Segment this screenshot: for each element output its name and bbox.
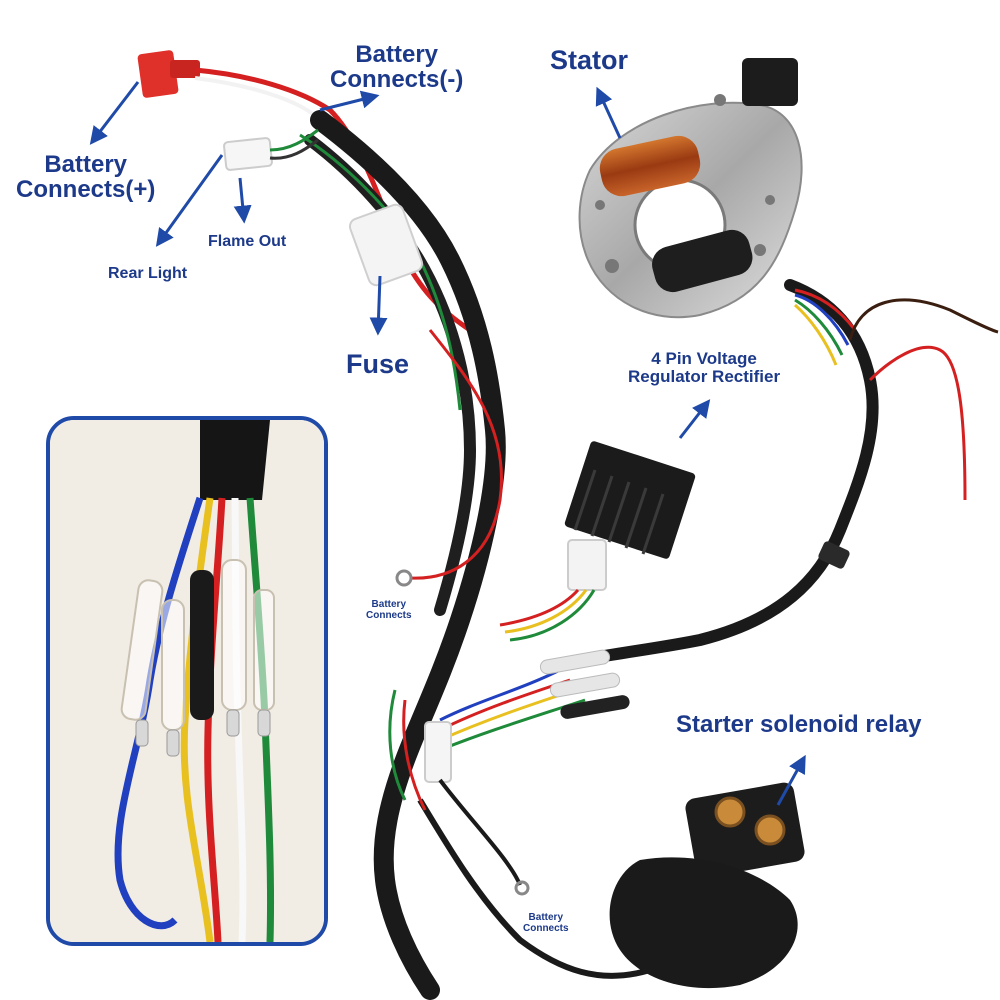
connector-detail-photo: [50, 420, 324, 942]
stator: [578, 58, 803, 319]
battery-connects-label-1: Battery Connects: [366, 599, 412, 621]
fuse-label: Fuse: [346, 349, 410, 379]
battery-positive-connector: [137, 50, 200, 98]
harness-branch-left: [304, 134, 477, 616]
rear-light-label: Rear Light: [108, 265, 188, 282]
battery-connects-label-2: Battery Connects: [523, 912, 569, 934]
white-wire: [194, 76, 322, 122]
rear-light-connector: [223, 137, 273, 171]
stator-label: Stator: [550, 45, 629, 75]
stator-wires: [554, 279, 879, 671]
battery-positive-label: Battery Connects(+): [16, 151, 156, 204]
battery-connects-2-line2: Connects: [523, 923, 569, 934]
red-wire-2: [409, 329, 503, 580]
connector-detail-inset: [46, 416, 328, 946]
arrow-icon: [89, 81, 806, 806]
fuse-holder: [348, 203, 424, 287]
voltage-regulator: [564, 441, 696, 591]
battery-negative-label-line2: Connects(-): [330, 66, 464, 94]
bullet-connectors: [424, 649, 630, 783]
main-harness: [310, 110, 506, 1000]
regulator-label-line2: Regulator Rectifier: [628, 366, 781, 386]
regulator-label-line1: 4 Pin Voltage: [651, 349, 757, 368]
regulator-label: 4 Pin Voltage Regulator Rectifier: [628, 350, 780, 386]
battery-negative-label-line1: Battery: [355, 41, 439, 68]
battery-connects-1-line1: Battery: [371, 599, 407, 610]
battery-negative-label: Battery Connects(-): [330, 41, 464, 94]
battery-positive-label-line2: Connects(+): [16, 176, 156, 204]
battery-positive-label-line1: Battery: [44, 151, 128, 178]
starter-relay: [609, 782, 805, 989]
battery-connects-2-line1: Battery: [528, 912, 564, 923]
flame-out-label: Flame Out: [208, 233, 287, 250]
battery-connects-1-line2: Connects: [366, 610, 412, 621]
starter-relay-label: Starter solenoid relay: [676, 711, 922, 738]
